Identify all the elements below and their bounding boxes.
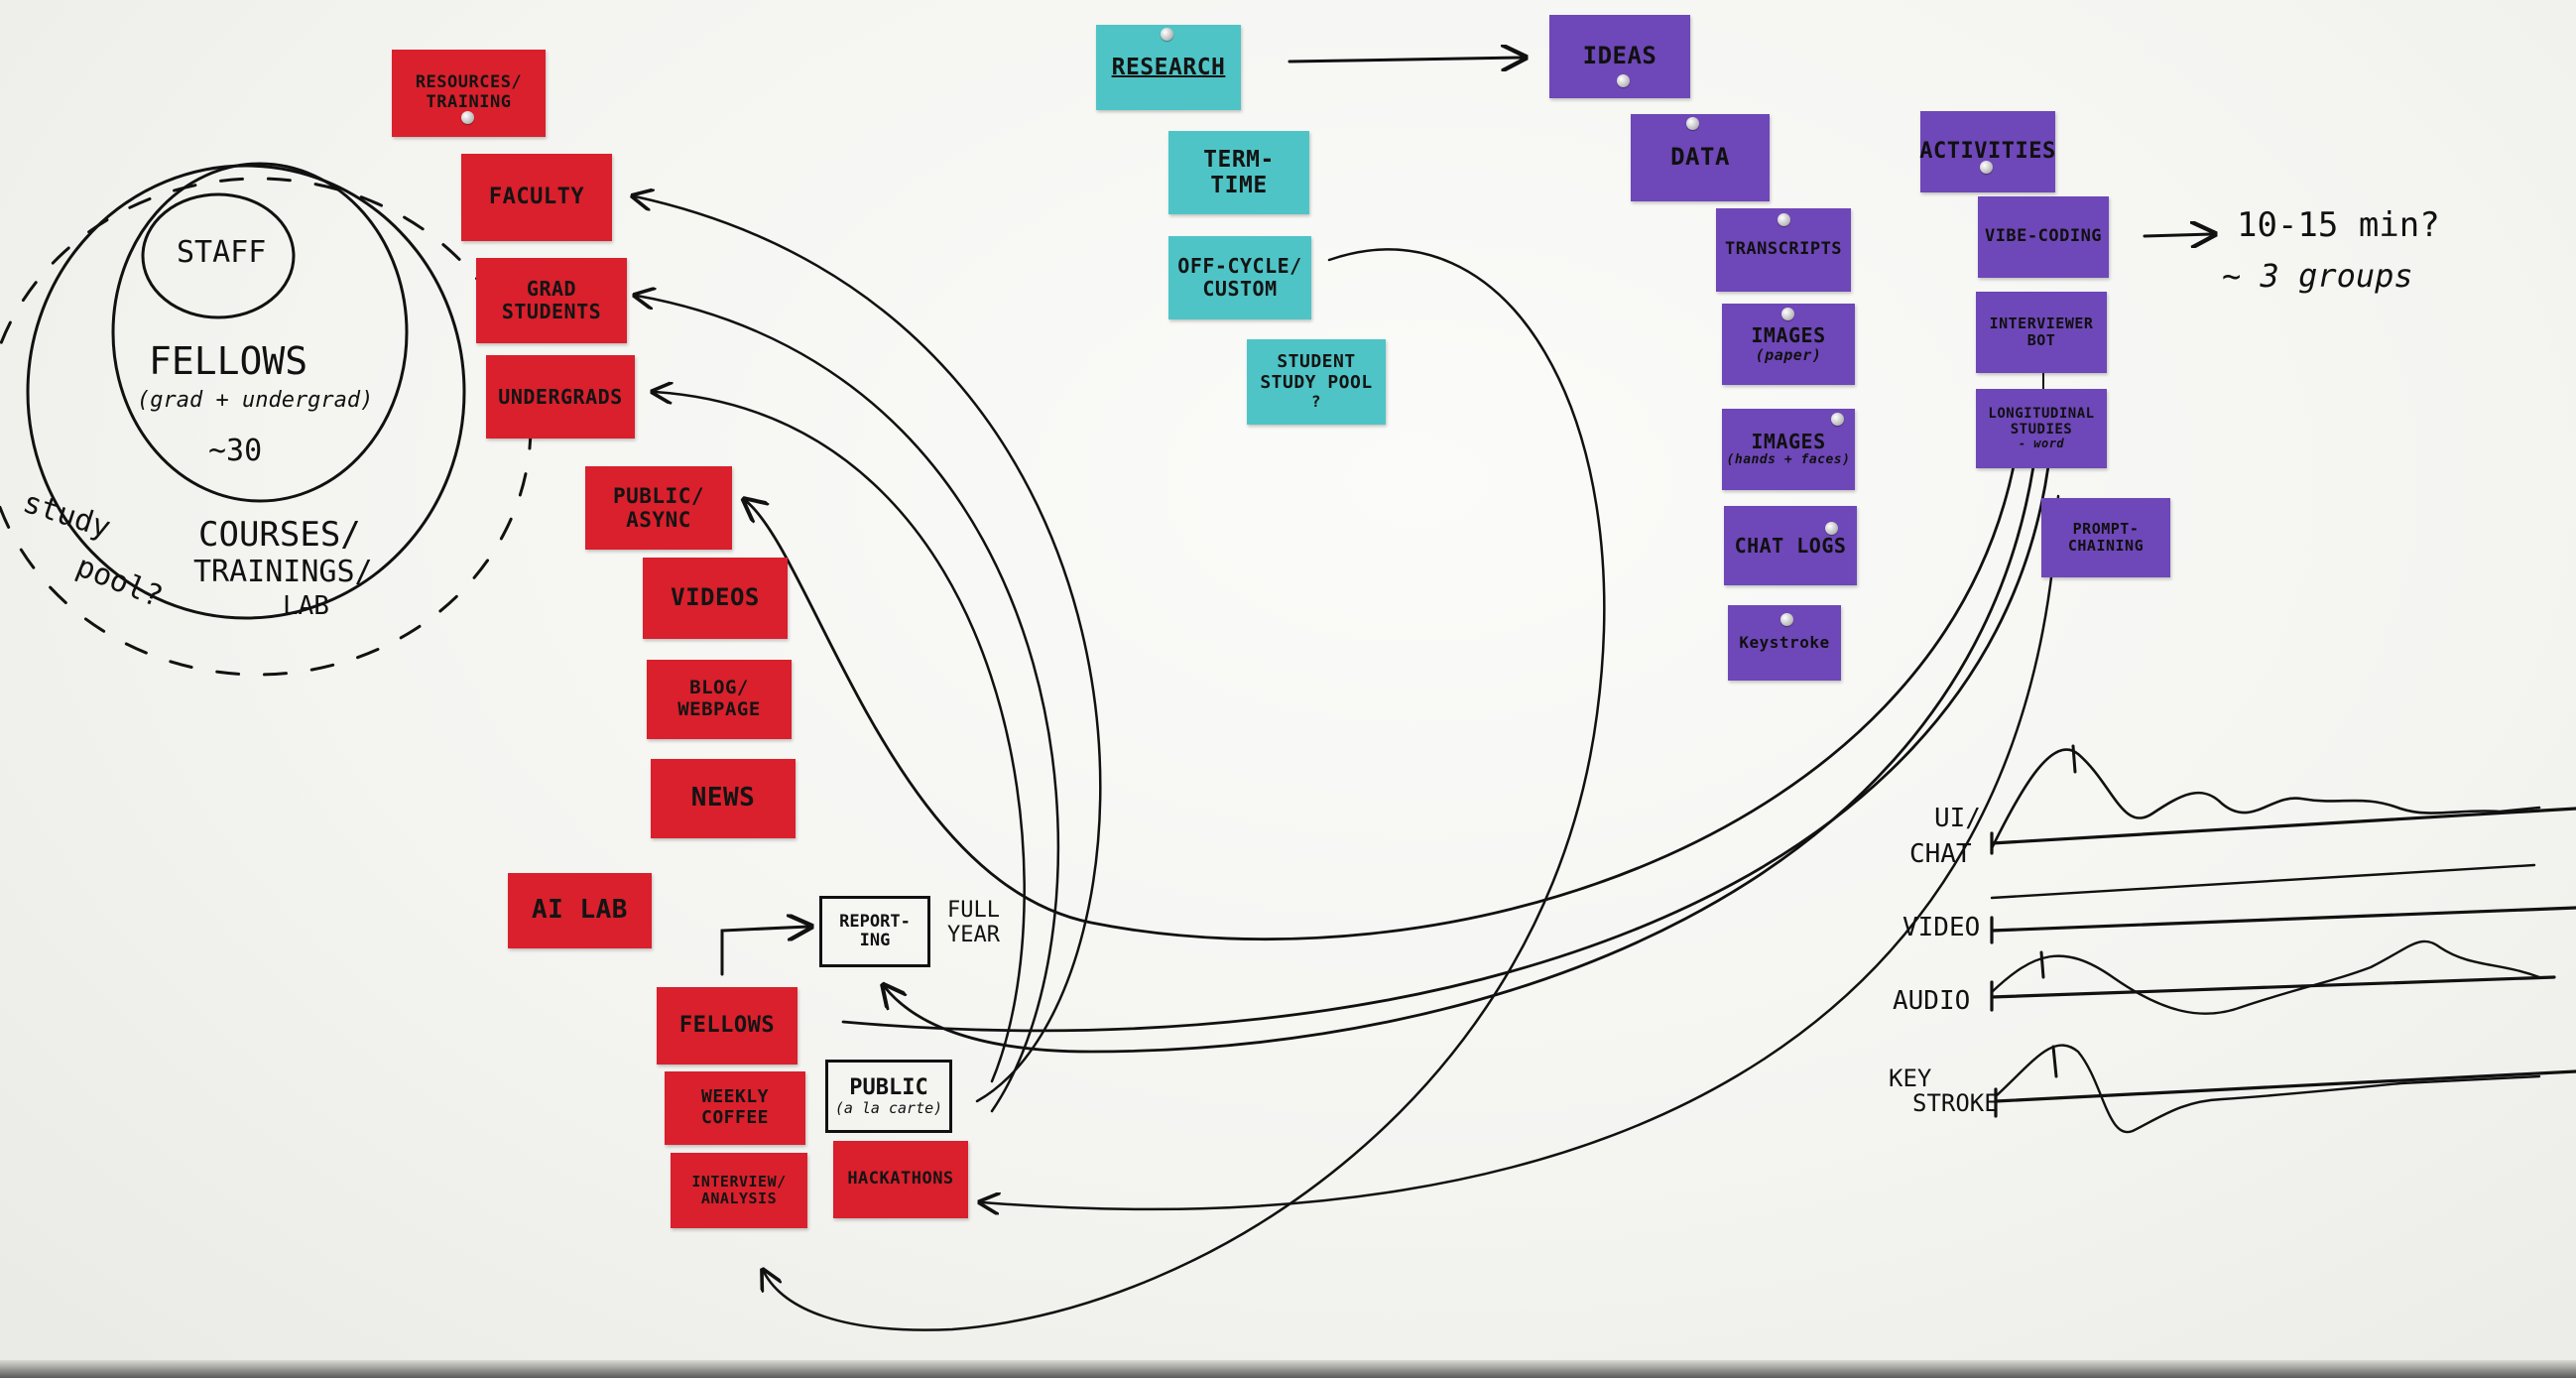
staff-circle bbox=[141, 192, 296, 319]
longitudinal-to-hackathons-curve bbox=[982, 494, 2060, 1209]
note-undergrads: UNDERGRADS bbox=[486, 355, 635, 438]
venn-fellows-sub: (grad + undergrad) bbox=[137, 388, 374, 413]
fellows-to-reporting-arrow bbox=[720, 927, 808, 976]
pin bbox=[1781, 308, 1794, 320]
note-faculty: FACULTY bbox=[461, 154, 612, 241]
note-vibe-coding: VIBE-CODING bbox=[1978, 196, 2109, 278]
images-hands-label: IMAGES bbox=[1751, 430, 1826, 454]
note-news: NEWS bbox=[651, 759, 796, 838]
pin bbox=[1778, 213, 1790, 226]
note-fellows: FELLOWS bbox=[657, 987, 797, 1065]
public-box-label: PUBLIC bbox=[849, 1074, 928, 1100]
note-interviewer-bot: INTERVIEWER BOT bbox=[1976, 292, 2107, 373]
note-images-hands-faces: IMAGES (hands + faces) bbox=[1722, 409, 1855, 490]
longitudinal-sub: - word bbox=[2018, 437, 2065, 451]
venn-courses-label-3: LAB bbox=[283, 591, 329, 621]
venn-fellows-count: ~30 bbox=[208, 434, 263, 468]
longitudinal-to-async-curve bbox=[746, 464, 2016, 941]
note-longitudinal-studies: LONGITUDINAL STUDIES - word bbox=[1976, 389, 2107, 468]
ui-chat-wave bbox=[1990, 748, 2541, 850]
timeline-key-label: KEY bbox=[1889, 1065, 1932, 1092]
ui-chat-tick bbox=[2071, 744, 2077, 774]
public-box: PUBLIC (a la carte) bbox=[825, 1060, 952, 1133]
note-term-time: TERM- TIME bbox=[1168, 131, 1309, 214]
timeline-chat-label: CHAT bbox=[1909, 839, 1972, 869]
pin bbox=[1161, 28, 1173, 41]
pin bbox=[1831, 413, 1844, 426]
timeline-stroke-label: STROKE bbox=[1912, 1089, 1999, 1117]
pin bbox=[1780, 613, 1793, 626]
note-weekly-coffee: WEEKLY COFFEE bbox=[665, 1071, 805, 1145]
venn-staff-label: STAFF bbox=[177, 235, 267, 270]
fellows-circle bbox=[111, 162, 409, 503]
pin bbox=[1980, 161, 1993, 174]
audio-wave bbox=[1990, 940, 2541, 1015]
note-blog-webpage: BLOG/ WEBPAGE bbox=[647, 660, 792, 739]
venn-courses-label-2: TRAININGS/ bbox=[193, 555, 373, 589]
student-pool-label: STUDENT STUDY POOL bbox=[1260, 351, 1373, 393]
pin bbox=[1825, 522, 1838, 535]
longitudinal-to-reporting-curve bbox=[885, 464, 2035, 1054]
audio-axis bbox=[1990, 975, 2556, 1012]
note-chat-logs: CHAT LOGS bbox=[1724, 506, 1857, 585]
student-pool-question: ? bbox=[1310, 392, 1322, 412]
note-prompt-chaining: PROMPT- CHAINING bbox=[2041, 498, 2170, 577]
research-to-ideas-arrow bbox=[1288, 58, 1523, 62]
venn-fellows-label: FELLOWS bbox=[149, 339, 308, 383]
keystroke-axis bbox=[1994, 1069, 2576, 1118]
pin bbox=[1617, 74, 1630, 87]
full-year-label: FULL YEAR bbox=[947, 898, 1000, 948]
public-box-sub: (a la carte) bbox=[834, 1098, 943, 1117]
public-to-undergrad-curve bbox=[655, 392, 1026, 1083]
video-top-line bbox=[1990, 863, 2536, 900]
note-activities: ACTIVITIES bbox=[1919, 111, 2055, 192]
note-interview-analysis: INTERVIEW/ ANALYSIS bbox=[671, 1153, 807, 1228]
longitudinal-label: LONGITUDINAL STUDIES bbox=[1988, 406, 2095, 438]
courses-circle bbox=[26, 164, 466, 620]
keystroke-wave bbox=[1994, 1044, 2541, 1134]
keystroke-tick bbox=[2051, 1045, 2058, 1078]
note-videos: VIDEOS bbox=[643, 558, 788, 639]
video-axis bbox=[1990, 906, 2576, 944]
off-cycle-curve bbox=[764, 248, 1606, 1331]
note-grad-students: GRAD STUDENTS bbox=[476, 258, 627, 343]
note-data: DATA bbox=[1631, 114, 1770, 201]
images-paper-sub: (paper) bbox=[1755, 345, 1822, 364]
public-to-grad-curve bbox=[637, 296, 1059, 1113]
note-student-study-pool: STUDENT STUDY POOL ? bbox=[1247, 339, 1386, 425]
note-public-async: PUBLIC/ ASYNC bbox=[585, 466, 732, 550]
vibe-coding-arrow bbox=[2143, 234, 2212, 236]
ui-chat-axis bbox=[1990, 807, 2576, 855]
research-label: RESEARCH bbox=[1111, 54, 1226, 80]
reporting-box: REPORT- ING bbox=[819, 896, 930, 967]
venn-courses-label-1: COURSES/ bbox=[198, 515, 361, 555]
public-to-faculty-curve bbox=[635, 196, 1102, 1103]
note-ai-lab: AI LAB bbox=[508, 873, 652, 948]
images-paper-label: IMAGES bbox=[1751, 322, 1826, 347]
note-off-cycle-custom: OFF-CYCLE/ CUSTOM bbox=[1168, 236, 1311, 319]
timeline-audio-label: AUDIO bbox=[1893, 986, 1971, 1016]
note-hackathons: HACKATHONS bbox=[833, 1141, 968, 1218]
longitudinal-to-public-curve bbox=[841, 464, 2050, 1033]
groups-annotation: ~ 3 groups bbox=[2222, 257, 2413, 295]
pin bbox=[1686, 117, 1699, 130]
images-hands-sub: (hands + faces) bbox=[1726, 452, 1851, 468]
timeline-video-label: VIDEO bbox=[1902, 913, 1981, 942]
pin bbox=[461, 111, 474, 124]
audio-tick bbox=[2039, 950, 2045, 979]
timeline-ui-label: UI/ bbox=[1934, 804, 1981, 833]
duration-annotation: 10-15 min? bbox=[2237, 205, 2440, 245]
